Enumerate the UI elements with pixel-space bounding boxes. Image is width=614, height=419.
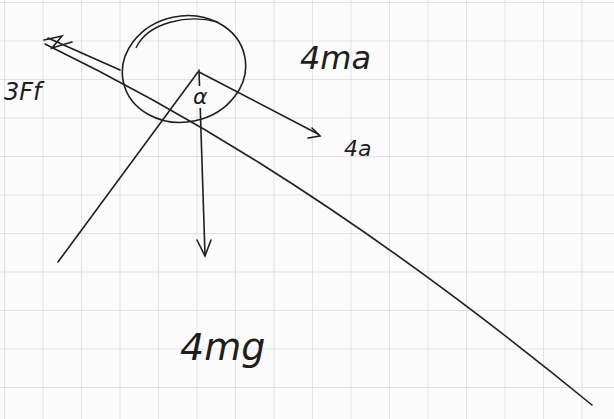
wheel-outline [118,8,250,130]
angle-label: α [192,86,209,108]
force-line [199,72,318,134]
incline-scribble [44,36,120,70]
incline-line [45,44,592,405]
inner-arc [136,19,218,48]
force-label: 4ma [300,42,371,74]
force-label: 3Ff [4,80,42,104]
angle-line [58,72,198,262]
ellipse-outline [118,8,250,130]
weight-label: 4mg [180,328,265,366]
wheel-ellipse: α [118,8,250,130]
arrowhead [308,128,320,138]
acceleration-label: 4a [344,138,371,160]
arrowhead [197,240,211,256]
